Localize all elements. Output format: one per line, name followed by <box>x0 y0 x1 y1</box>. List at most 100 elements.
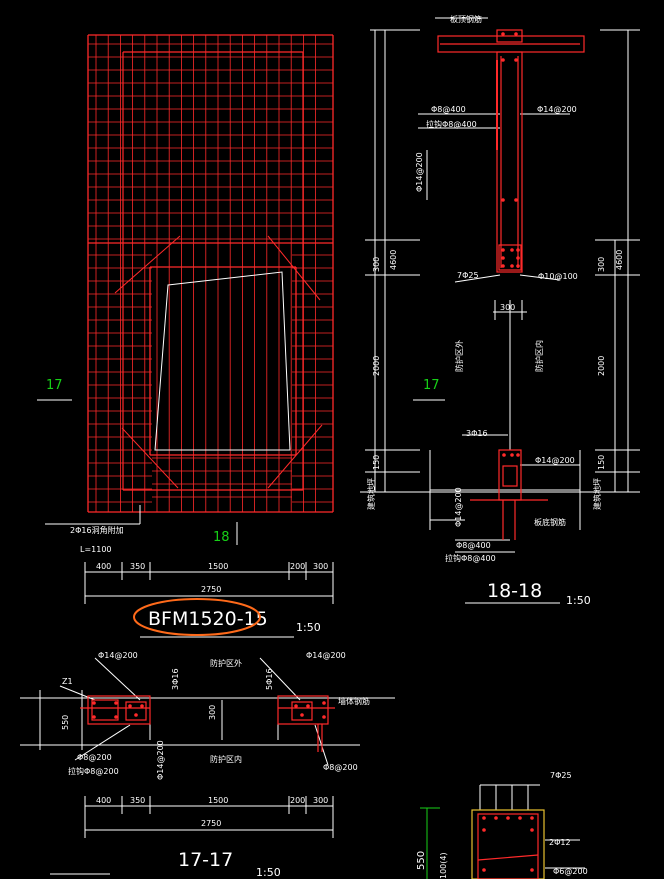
sec18-dim-3: 150 <box>372 455 381 470</box>
sec18-left-side-label: 建筑地坪 <box>366 478 376 510</box>
rebar-dot <box>516 248 520 252</box>
rebar-dot <box>501 248 505 252</box>
rebar-line <box>267 235 321 301</box>
rebar-dot <box>140 704 144 708</box>
rebar-dot <box>300 713 304 717</box>
z1-label-3: 550 <box>416 851 427 870</box>
sec17-label-13: Φ8@200 <box>323 763 358 772</box>
z1-label-0: 7Φ25 <box>550 771 572 780</box>
door-opening <box>154 271 291 451</box>
sec18-label-5: Φ10@100 <box>538 272 578 281</box>
dim-total: 2750 <box>201 585 221 594</box>
sec18-label-3: Φ14@200 <box>415 152 424 192</box>
sec17-label-5: Φ14@200 <box>306 651 346 660</box>
sec18-label-1: Φ14@200 <box>537 105 577 114</box>
plan-sec18-mark: 18 <box>213 530 230 545</box>
rebar-line <box>267 424 323 489</box>
sec18-label-12: Φ8@400 <box>456 541 491 550</box>
sec17-bar-dots <box>92 701 326 719</box>
rebar-dot <box>516 256 520 260</box>
rebar-dot <box>514 198 518 202</box>
sec18-label-7: 防护区外 <box>454 340 464 372</box>
sec18-label-10: Φ14@200 <box>535 456 575 465</box>
sec18-scale: 1:50 <box>566 594 591 607</box>
sec17-label-1: Z1 <box>62 677 73 686</box>
sec17-label-3: 防护区外 <box>210 658 242 668</box>
rebar-dot <box>530 816 534 820</box>
sec17-label-8: 300 <box>208 705 217 720</box>
z1-bar-dots <box>482 816 534 872</box>
rebar-dot <box>128 704 132 708</box>
rebar-dot <box>514 32 518 36</box>
sec18-dim-5: 4600 <box>615 250 624 270</box>
rebar-line <box>114 235 181 294</box>
sec18-right-side-label: 建筑地坪 <box>592 478 602 510</box>
plan-sec17-mark: 17 <box>46 378 63 393</box>
sec18-label-14: 板底钢筋 <box>534 517 566 527</box>
rebar-dot <box>322 715 326 719</box>
sec17-dim-350: 350 <box>130 796 145 805</box>
sec18-label-13: 拉钩Φ8@400 <box>445 553 496 563</box>
dim-400: 400 <box>96 562 111 571</box>
plan-title: BFM1520-15 <box>148 608 268 630</box>
rebar-dot <box>306 704 310 708</box>
dim-200: 200 <box>290 562 305 571</box>
rebar-dot <box>506 816 510 820</box>
sec18-top-label: 板顶钢筋 <box>450 14 482 24</box>
sec17-dim-400: 400 <box>96 796 111 805</box>
sec18-rebar <box>437 29 585 540</box>
sec18-sec17-mark: 17 <box>423 378 440 393</box>
corner-bar-label: 2Φ16洞角附加 <box>70 525 124 535</box>
sec18-label-4: 7Φ25 <box>457 271 479 280</box>
rebar-dot <box>516 264 520 268</box>
rebar-dot <box>501 198 505 202</box>
sec18-label-9: 3Φ16 <box>466 429 488 438</box>
rebar-dot <box>92 715 96 719</box>
rebar-dot <box>514 58 518 62</box>
sec17-label-0: Φ14@200 <box>98 651 138 660</box>
rebar-dot <box>501 264 505 268</box>
rebar-dot <box>482 868 486 872</box>
sec17-label-12: 防护区内 <box>210 754 242 764</box>
length-label: L=1100 <box>80 545 112 554</box>
sec17-label-7: 550 <box>61 715 70 730</box>
plan-rebar-grid <box>87 34 334 513</box>
rebar-dot <box>516 453 520 457</box>
sec18-dim-4: 300 <box>597 257 606 272</box>
rebar-dot <box>114 701 118 705</box>
rebar-dot <box>92 701 96 705</box>
rebar-dot <box>502 453 506 457</box>
rebar-dot <box>510 264 514 268</box>
z1-lines <box>479 784 585 869</box>
title-highlight-circle <box>133 598 261 636</box>
sec17-dim-200: 200 <box>290 796 305 805</box>
sec18-dim-6: 2000 <box>597 356 606 376</box>
z1-rebar <box>471 809 545 879</box>
rebar-dot <box>501 32 505 36</box>
sec17-label-6: 墙体钢筋 <box>338 696 370 706</box>
sec17-dim-1500: 1500 <box>208 796 228 805</box>
plan-scale: 1:50 <box>296 621 321 634</box>
sec18-bar-dots <box>501 32 520 457</box>
rebar-dot <box>530 868 534 872</box>
sec18-label-0: Φ8@400 <box>431 105 466 114</box>
sec17-rebar <box>80 695 335 752</box>
sec18-label-6: 300 <box>500 303 515 312</box>
rebar-dot <box>501 58 505 62</box>
dim-300: 300 <box>313 562 328 571</box>
z1-label-1: 2Φ12 <box>549 838 571 847</box>
sec17-dim-300: 300 <box>313 796 328 805</box>
rebar-dot <box>482 816 486 820</box>
rebar-dot <box>510 453 514 457</box>
rebar-dot <box>501 256 505 260</box>
sec17-dim-total: 2750 <box>201 819 221 828</box>
sec18-dim-7: 150 <box>597 455 606 470</box>
sec18-dim-0: 300 <box>372 257 381 272</box>
sec17-title: 17-17 <box>178 849 233 871</box>
sec17-label-11: Φ14@200 <box>156 740 165 780</box>
rebar-line <box>121 427 179 489</box>
sec18-dim-lines <box>360 17 640 604</box>
rebar-dot <box>322 701 326 705</box>
z1-label-2: Φ6@200 <box>553 867 588 876</box>
sec18-dim-2: 2000 <box>372 356 381 376</box>
